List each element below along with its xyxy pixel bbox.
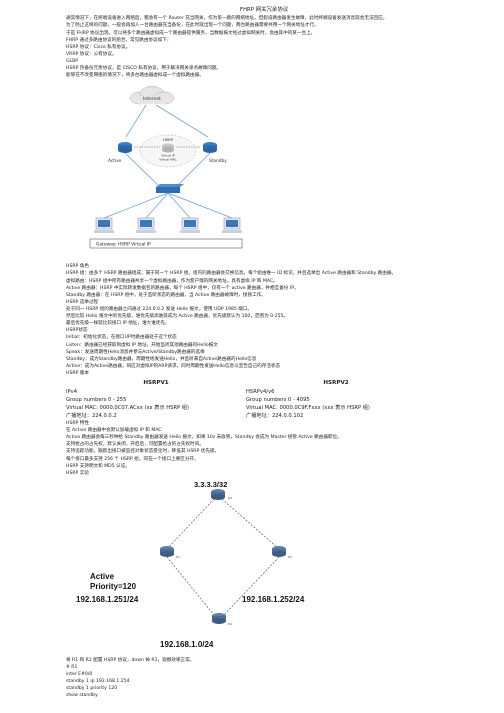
text-line: HSRP 支持明文和 MD5 认证。	[66, 463, 130, 469]
text-line: 每个接口最多支持 256 个 HSRP 组，同在一个接口上要区分开。	[66, 456, 199, 462]
text-line: Standby：成为Standby路由器，周期性地发送Hello，并监听来自Ac…	[66, 356, 257, 362]
table-cell: 广播地址：224.0.0.102	[246, 412, 304, 419]
code-line: standby 1 priority 120	[66, 686, 118, 692]
router-r3-label: R3	[228, 496, 232, 500]
router-r2-icon	[272, 545, 286, 557]
text-line: GLBP	[66, 59, 79, 65]
pc-icon	[136, 218, 156, 234]
document-page: FHRP 网关冗余协议 通常情况下，在终端设备进入网络后，都会有一个 Route…	[66, 6, 462, 700]
hsrp-version-table: HSRPV1 HSRPV2 IPv4 HSRPv4/v6 Group numbe…	[66, 379, 426, 420]
hsrp-lab-figure: R3 3.3.3.3/32 R1 R2 R4 Ac	[66, 479, 366, 655]
router-r1-label: R1	[176, 555, 180, 559]
text-line: Active：成为Active路由器，响应对虚拟IP的ARP请求，同时周期性发送…	[66, 363, 281, 369]
virtual-mac-label: Virtual MAC	[159, 158, 176, 162]
gateway-label: Gateway: HSRP Virtual IP	[96, 242, 151, 248]
subnet-label: 192.168.1.0/24	[160, 640, 214, 649]
router-r1-icon	[160, 545, 174, 557]
text-line: 支持抢占的占先权，默认关闭，开启后，可配置抢占的占先权时间。	[66, 442, 204, 448]
page-title: FHRP 网关冗余协议	[239, 7, 289, 13]
text-line: 能够在不改变网络的情况下，将多台路由器虚拟成一个虚拟路由器。	[66, 73, 204, 79]
table-row: Virtual MAC: 0000.0C07.ACxx (xx 表示 HSRP …	[66, 404, 426, 412]
router-icon	[203, 142, 217, 154]
feature-section: HSRP 特性 在 Active 路由器中会默认加载虚拟 IP 和 MAC Ac…	[66, 420, 462, 477]
router-r4-icon	[212, 612, 226, 624]
code-line: show standby	[66, 693, 98, 699]
text-line: Speak：发送周期性Hello消息并参与Active/Standby路由器的选…	[66, 349, 205, 355]
section-heading: HSRP 选举过程	[66, 299, 99, 305]
table-cell: Virtual MAC: 0000.0C07.ACxx (xx 表示 HSRP …	[66, 404, 190, 411]
internet-label: Internet	[143, 96, 161, 102]
table-header-cell: HSRPV1	[143, 380, 169, 387]
text-line: 支持追踪功能，跟踪出接口被监控对象状态变化时，降低其 HSRP 优先级。	[66, 449, 220, 455]
text-line: HSRP 热备份冗余协议，是 CISCO 私有协议，用于解决网关单点故障问题。	[66, 66, 222, 72]
text-line: Initial：初始化状态，在接口UP时路由器处于这个状态	[66, 335, 177, 341]
table-cell: IPv4	[66, 388, 78, 395]
gateway-label-box	[89, 239, 243, 249]
text-line: Listen：路由器已经获取到虚拟 IP 地址，开始监听其他路由器的Hello报…	[66, 342, 218, 348]
hsrp-lab-diagram: R3 3.3.3.3/32 R1 R2 R4 Ac	[76, 480, 305, 649]
section-heading: HSRP 特性	[66, 421, 89, 427]
text-line: 然后比较 Hello 报文中的优先级，谁优先级高谁就成为 Active 路由器，…	[66, 314, 289, 320]
code-line: standby 1 ip 192.168.1.254	[66, 679, 130, 685]
internet-cloud-icon	[129, 86, 175, 105]
text-line: 将 R1 和 R2 配置 HSRP 协议，down 掉 R1，观察效果正常。	[66, 657, 195, 663]
text-line: 虚拟路由：HSRP 组中所有路由器共享一个虚拟路由器，作为客户端的网关地址，具有…	[66, 278, 278, 284]
hsrp-label: HSRP	[163, 137, 174, 142]
intro-section: 通常情况下，在终端设备进入网络后，都会有一个 Router 充当网关，作为第一跳…	[66, 15, 462, 79]
loopback-address: 3.3.3.3/32	[194, 480, 227, 489]
text-line: 为了防止这样的问题，一般会再加入一台路由器充当备份，在此时就出现一个问题，两台路…	[66, 23, 319, 29]
text-line: VRRP 协议：公有协议。	[66, 51, 117, 57]
r1-ip-label: 192.168.1.251/24	[76, 595, 139, 604]
table-cell: Virtual MAC: 0000.0C9F.Fxxx (xxx 表示 HSRP…	[246, 404, 370, 411]
table-row: 广播地址：224.0.0.2 广播地址：224.0.0.102	[66, 412, 426, 420]
table-header-cell: HSRPV2	[323, 380, 349, 387]
text-line: 最后优先级一样就比较接口 IP 地址，谁大谁优先。	[66, 321, 170, 327]
table-cell: 广播地址：224.0.0.2	[66, 412, 117, 419]
virtual-ip-label: Virtual IP	[161, 154, 175, 158]
r2-ip-label: 192.168.1.252/24	[242, 595, 305, 604]
table-cell: Group numbers 0 - 4095	[246, 396, 310, 403]
table-row: IPv4 HSRPv4/v6	[66, 388, 426, 396]
active-label: Active	[90, 572, 115, 581]
text-line: HSRP 协议：Cisco 私有协议。	[66, 44, 131, 50]
text-line: Active 路由器：HSRP 中实际转发数据包的路由器，每个 HSRP 组中，…	[66, 285, 299, 291]
section-heading: HSRP状态	[66, 328, 88, 334]
text-line: HSRP 组：由多个 HSRP 路由器组成，属于同一个 HSRP 组，组内的路由…	[66, 271, 397, 277]
table-row: Group numbers 0 - 255 Group numbers 0 - …	[66, 396, 426, 404]
text-line: Standby 路由器：在 HSRP 组中，处于监听状态的路由器，当 Activ…	[66, 292, 266, 298]
pc-icon	[222, 218, 242, 234]
switch-icon	[156, 184, 184, 194]
section-heading: HSRP 版本	[66, 371, 89, 376]
roles-section: HSRP 角色 HSRP 组：由多个 HSRP 路由器组成，属于同一个 HSRP…	[66, 263, 462, 377]
table-cell: HSRPv4/v6	[246, 388, 275, 395]
router-icon	[118, 142, 132, 154]
router-r3-icon	[211, 488, 225, 500]
text-line: 处于同一 HSRP 组的路由器之间通过 224.0.0.2 发送 Hello 报…	[66, 307, 253, 313]
standby-router-label: Standby	[209, 158, 227, 164]
config-section: 将 R1 和 R2 配置 HSRP 协议，down 掉 R1，观察效果正常。 #…	[66, 657, 462, 700]
text-line: 在 Active 路由器中会默认加载虚拟 IP 和 MAC	[66, 428, 162, 434]
virtual-router-icon	[162, 143, 174, 153]
table-header-row: HSRPV1 HSRPV2	[66, 379, 426, 388]
section-heading: HSRP 角色	[66, 264, 89, 270]
pc-icon	[180, 218, 200, 234]
priority-label: Priority=120	[90, 582, 137, 591]
text-line: FHRP 通过多路由协议的组合，常见路由协议如下：	[66, 37, 172, 43]
code-line: inter E#0/0	[66, 672, 93, 678]
section-heading: HSRP 实验	[66, 470, 89, 476]
hsrp-topology-figure: Internet HSRP	[68, 83, 318, 261]
text-line: 通常情况下，在终端设备进入网络后，都会有一个 Router 充当网关，作为第一跳…	[66, 16, 388, 22]
text-line: 于是 FHRP 协议出现，可以将多个路由器虚拟成一个路由器提供服务，当数据报文经…	[66, 30, 316, 36]
code-line: # R1	[66, 665, 78, 670]
router-r4-label: R4	[228, 622, 232, 626]
pc-icon	[94, 218, 114, 234]
router-r2-label: R2	[288, 555, 292, 559]
hsrp-topology-diagram: Internet HSRP	[89, 86, 243, 249]
active-router-label: Active	[108, 158, 122, 164]
table-cell: Group numbers 0 - 255	[66, 396, 127, 403]
text-line: Active 路由器会每三秒钟给 Standby 路由器发送 Hello 报文，…	[66, 435, 342, 441]
